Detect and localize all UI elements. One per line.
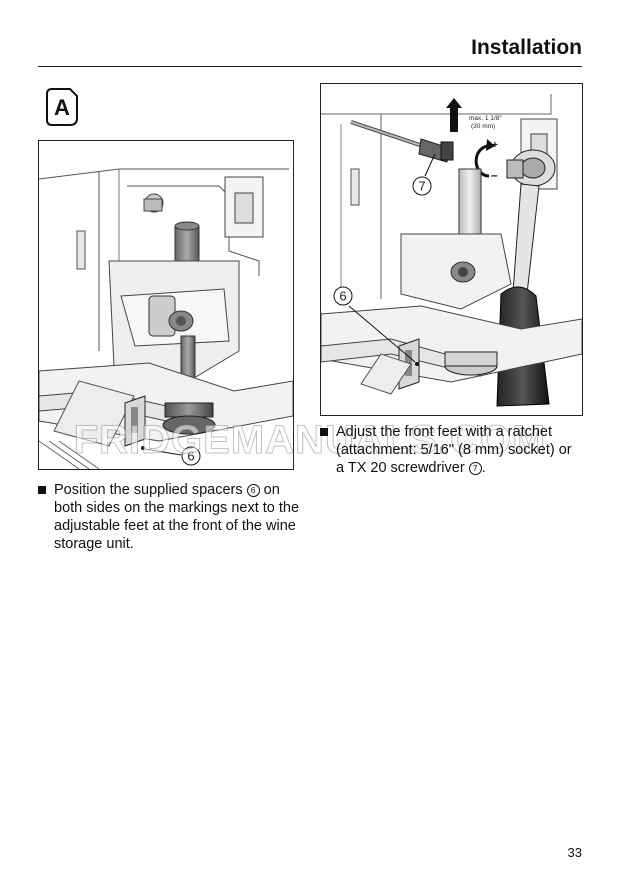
instruction-text: Adjust the front feet with a ratchet (at… — [336, 424, 572, 476]
instruction-text-cont: . — [481, 460, 486, 476]
max-height-label: max. 1 1/8" — [469, 115, 502, 122]
section-letter: A — [54, 95, 70, 120]
instruction-text: Position the supplied spacers — [54, 482, 247, 498]
page-number: 33 — [567, 845, 582, 860]
callout-6-right: 6 — [339, 289, 346, 304]
figure-spacer-placement: 6 — [38, 140, 294, 470]
bullet-icon — [38, 486, 46, 494]
bullet-icon — [320, 428, 328, 436]
spacer-reference: 6 — [246, 484, 260, 497]
callout-6: 6 — [187, 449, 194, 464]
instruction-adjust-feet: Adjust the front feet with a ratchet (at… — [320, 423, 582, 477]
header-rule — [38, 66, 582, 67]
svg-text:+: + — [492, 140, 498, 151]
instruction-text-cont: on both sides on the markings next to th… — [54, 482, 300, 552]
spacer-illustration: 6 — [39, 168, 293, 469]
callout-7: 7 — [418, 179, 425, 194]
figure-foot-adjustment: max. 1 1/8" (30 mm) + – 7 — [320, 83, 583, 416]
instruction-spacers: Position the supplied spacers 6 on both … — [38, 481, 300, 553]
screwdriver-reference: 7 — [468, 462, 482, 475]
ratchet-illustration: max. 1 1/8" (30 mm) + – 7 — [321, 94, 582, 407]
section-badge: A — [46, 88, 78, 126]
svg-text:–: – — [491, 168, 498, 182]
max-height-metric: (30 mm) — [471, 123, 495, 130]
page-title: Installation — [471, 36, 582, 59]
